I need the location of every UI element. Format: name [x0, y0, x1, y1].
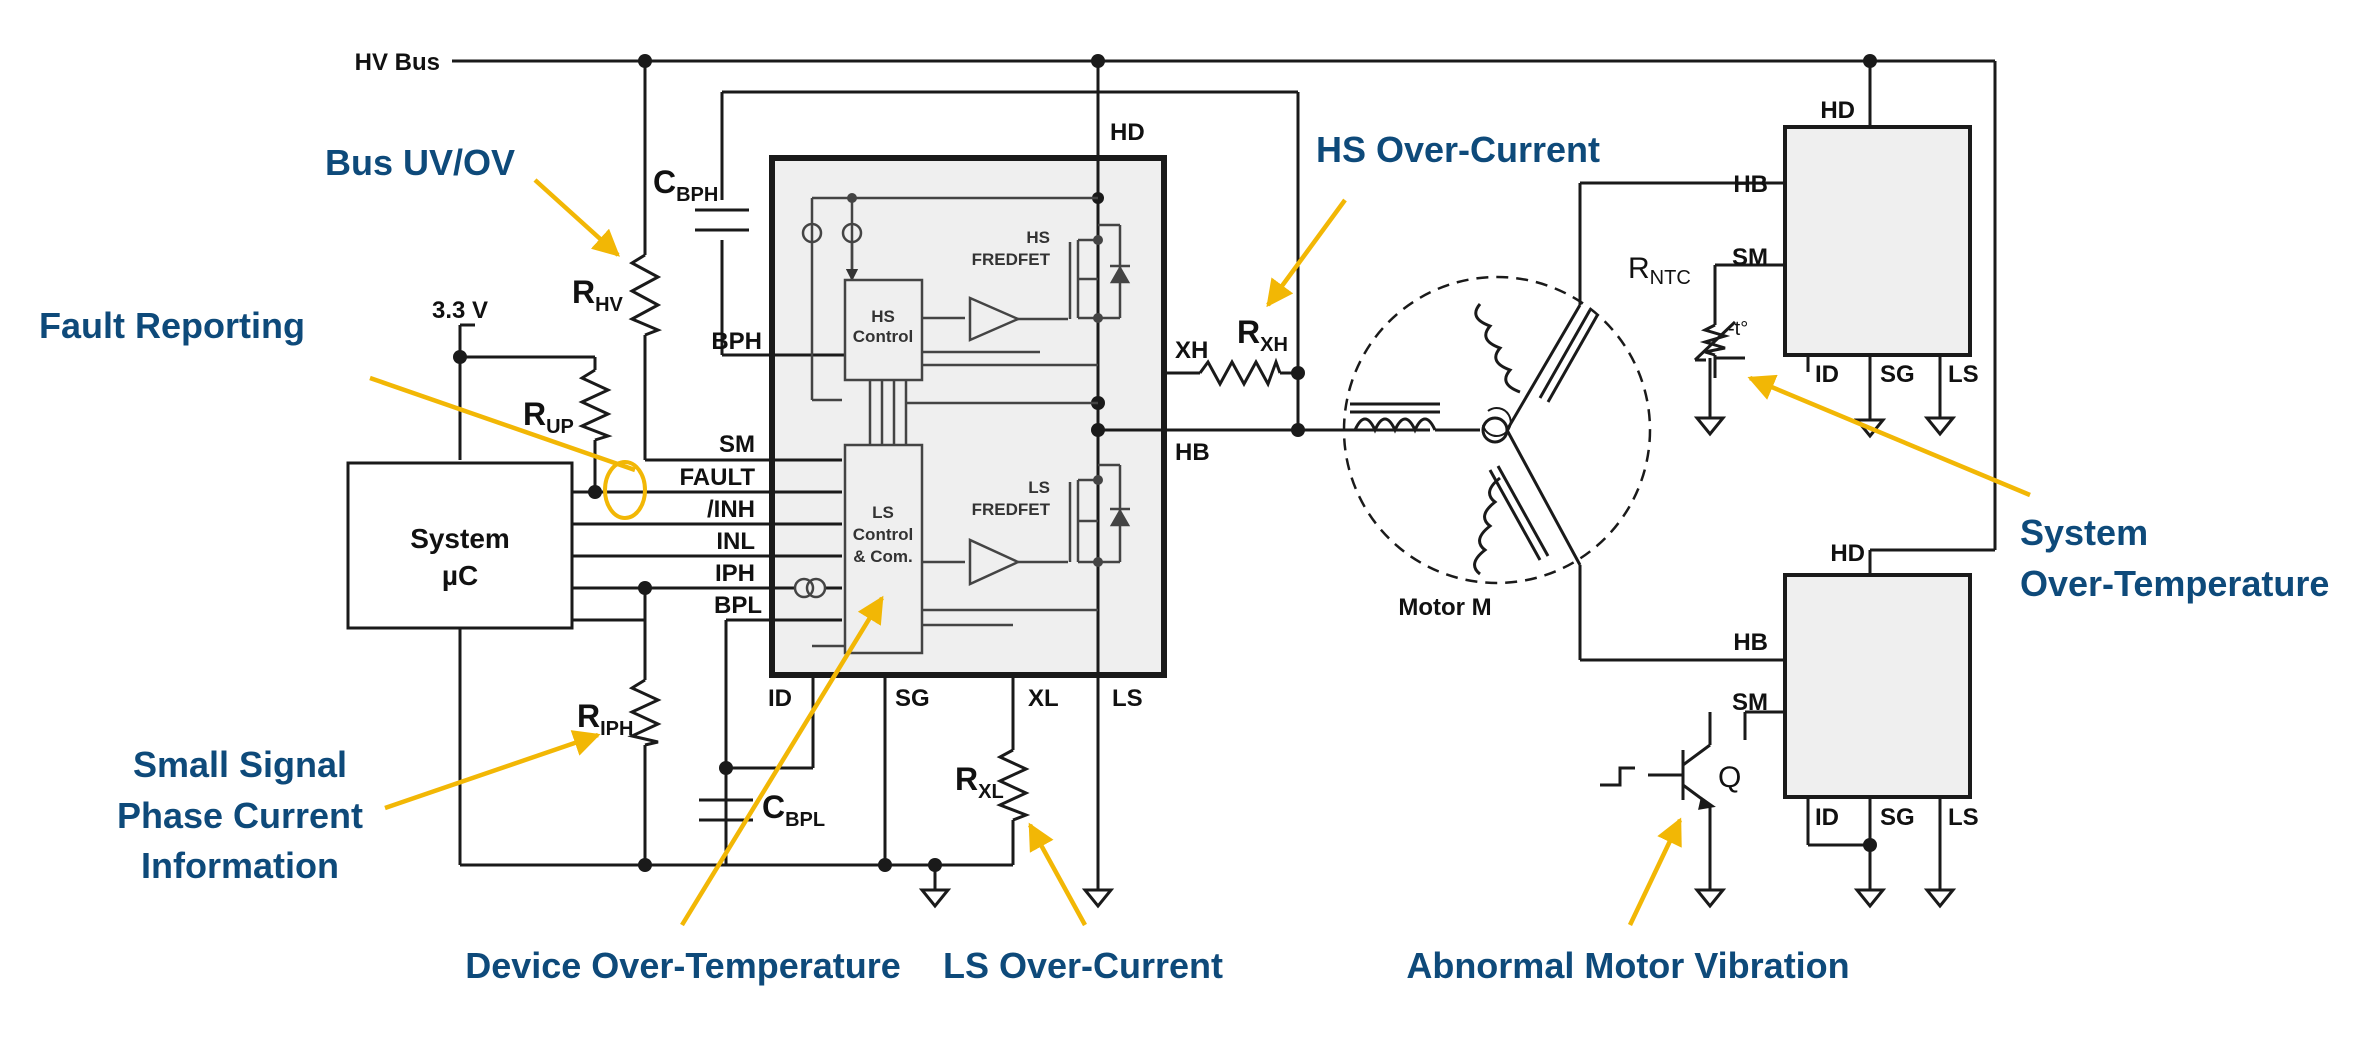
system-uc-label-1: System — [410, 523, 510, 554]
callout-bus-uvov: Bus UV/OV — [325, 142, 515, 183]
callout-ls-overcurrent: LS Over-Current — [943, 945, 1223, 986]
motor-label: Motor M — [1398, 594, 1491, 621]
callout-abnormal-vibration: Abnormal Motor Vibration — [1406, 945, 1849, 986]
riph-symbol — [627, 678, 662, 747]
hs-control-label-2: Control — [853, 327, 913, 346]
callout-small-signal-2: Phase Current — [117, 795, 363, 836]
rxl-label: RXL — [955, 761, 1004, 803]
pin-fault: FAULT — [679, 464, 755, 491]
hs-control-label-1: HS — [871, 307, 895, 326]
system-uc-label-2: µC — [442, 560, 478, 591]
motor-symbol — [1342, 240, 1652, 585]
hs-fredfet-label-2: FREDFET — [972, 250, 1051, 269]
pin-sm: SM — [719, 431, 755, 458]
lower-driver-box — [1783, 573, 1972, 799]
lower-driver-pin-ls: LS — [1948, 804, 1979, 831]
rxh-label: RXH — [1237, 314, 1288, 356]
lower-driver-pin-hd: HD — [1830, 540, 1865, 567]
lower-driver-pin-hb: HB — [1733, 629, 1768, 656]
q-label: Q — [1718, 761, 1741, 794]
callout-small-signal-1: Small Signal — [133, 744, 347, 785]
pin-hd: HD — [1110, 119, 1145, 146]
rxh-symbol — [1198, 357, 1282, 388]
cbpl-label: CBPL — [762, 789, 825, 831]
upper-driver-pin-ls: LS — [1948, 361, 1979, 388]
ls-control-label-2: Control — [853, 525, 913, 544]
callout-fault-reporting: Fault Reporting — [39, 305, 305, 346]
pin-xh: XH — [1175, 337, 1208, 364]
pin-ls: LS — [1112, 685, 1143, 712]
callout-arrows — [369, 178, 2031, 927]
callout-system-ot-2: Over-Temperature — [2020, 563, 2329, 604]
upper-driver-pin-sm: SM — [1732, 244, 1768, 271]
lower-driver-pin-sg: SG — [1880, 804, 1915, 831]
pin-inl: INL — [716, 528, 755, 555]
ls-fredfet-label-2: FREDFET — [972, 500, 1051, 519]
pin-bph: BPH — [711, 328, 762, 355]
lower-driver-pin-sm: SM — [1732, 689, 1768, 716]
ic-internals — [793, 196, 1131, 655]
pin-id: ID — [768, 685, 792, 712]
ic-package — [769, 155, 1167, 678]
rxl-symbol — [996, 748, 1031, 822]
ls-fredfet-label-1: LS — [1028, 478, 1050, 497]
callout-system-ot-1: System — [2020, 512, 2148, 553]
junction-dots — [453, 54, 1877, 872]
upper-driver-box — [1783, 125, 1972, 357]
riph-label: RIPH — [577, 698, 633, 740]
rntc-label: RNTC — [1628, 252, 1691, 289]
ls-control-label-1: LS — [872, 503, 894, 522]
pin-inh: /INH — [707, 496, 755, 523]
rup-label: RUP — [523, 396, 574, 438]
pin-sg: SG — [895, 685, 930, 712]
rup-symbol — [578, 368, 613, 442]
callout-small-signal-3: Information — [141, 845, 339, 886]
rhv-label: RHV — [572, 274, 624, 316]
v33-label: 3.3 V — [432, 297, 488, 324]
rhv-symbol — [628, 253, 663, 337]
lower-driver-pin-id: ID — [1815, 804, 1839, 831]
transistor-q — [1600, 712, 1716, 890]
resistor-symbols — [578, 253, 1737, 822]
hs-fredfet-label-1: HS — [1026, 228, 1050, 247]
pin-iph: IPH — [715, 560, 755, 587]
callout-hs-overcurrent: HS Over-Current — [1316, 129, 1600, 170]
upper-driver-pin-id: ID — [1815, 361, 1839, 388]
pin-bpl: BPL — [714, 592, 762, 619]
callout-device-ot: Device Over-Temperature — [465, 945, 901, 986]
ls-control-label-3: & Com. — [853, 547, 913, 566]
upper-driver-pin-hd: HD — [1820, 97, 1855, 124]
pin-hb: HB — [1175, 439, 1210, 466]
upper-driver-pin-sg: SG — [1880, 361, 1915, 388]
system-uc-box — [346, 461, 574, 630]
cbph-label: CBPH — [653, 164, 718, 206]
hv-bus-label: HV Bus — [355, 49, 440, 76]
pin-xl: XL — [1028, 685, 1059, 712]
ntc-temp-label: -t° — [1728, 318, 1748, 340]
upper-driver-pin-hb: HB — [1733, 171, 1768, 198]
